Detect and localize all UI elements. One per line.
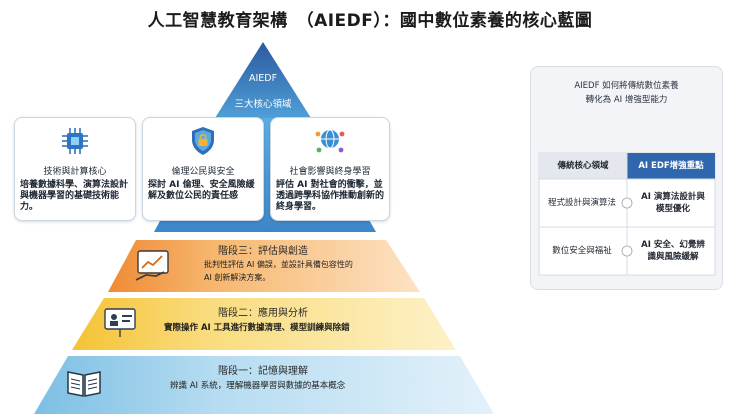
stage3-description-line1: 批判性評估 AI 偏誤，並設計具備包容性的 xyxy=(204,260,353,269)
globe-people-icon xyxy=(313,124,347,158)
stage2-title: 階段二：應用與分析 xyxy=(218,308,308,319)
table-row-1-right-line2: 模型優化 xyxy=(655,204,690,214)
book-icon xyxy=(64,364,104,404)
card-title: 技術與計算核心 xyxy=(43,167,107,177)
card-ethics-safety: 倫理公民與安全 探討 AI 倫理、安全風險緩解及數位公民的責任感 xyxy=(142,117,264,221)
table-header-traditional: 傳統核心領域 xyxy=(557,161,609,171)
table-row-1-right: AI 演算法設計與 模型優化 xyxy=(631,179,715,227)
pyramid-apex xyxy=(215,42,311,118)
shield-lock-icon xyxy=(186,124,220,158)
card-title: 倫理公民與安全 xyxy=(171,167,235,177)
card-description: 培養數據科學、演算法設計與機器學習的基礎技術能力。 xyxy=(20,180,129,212)
card-social-impact: 社會影響與終身學習 評估 AI 對社會的衝擊，並透過跨學科協作推動創新的終身學習… xyxy=(270,117,390,221)
table-header-aiedf: AI EDF增強重點 xyxy=(638,161,704,171)
page-title: 人工智慧教育架構 （AIEDF）：國中數位素養的核心藍圖 xyxy=(147,11,593,31)
apex-label: AIEDF xyxy=(248,73,278,84)
stage2-description: 實際操作 AI 工具進行數據清理、模型訓練與除錯 xyxy=(164,323,350,333)
stage1-description: 辨識 AI 系統，理解機器學習與數據的基本概念 xyxy=(170,381,346,391)
stage3-band xyxy=(108,240,420,292)
presentation-icon xyxy=(102,306,140,344)
panel-heading-line2: 轉化為 AI 增強型能力 xyxy=(585,95,668,105)
stage2-band xyxy=(72,298,456,350)
table-row-2-right: AI 安全、幻覺辨 識與風險緩解 xyxy=(631,227,715,275)
card-technology-computing: 技術與計算核心 培養數據科學、演算法設計與機器學習的基礎技術能力。 xyxy=(14,117,136,221)
table-row-2-right-line1: AI 安全、幻覺辨 xyxy=(641,240,705,250)
card-title: 社會影響與終身學習 xyxy=(289,167,371,177)
stage3-description-line2: AI 創新解決方案。 xyxy=(204,273,271,282)
card-description: 評估 AI 對社會的衝擊，並透過跨學科協作推動創新的終身學習。 xyxy=(276,180,385,212)
card-description: 探討 AI 倫理、安全風險緩解及數位公民的責任感 xyxy=(148,180,255,201)
apex-sublabel: 三大核心領域 xyxy=(234,99,292,110)
chart-hand-icon xyxy=(134,248,174,288)
stage3-title: 階段三：評估與創造 xyxy=(218,246,308,257)
table-row-2-left: 數位安全與福祉 xyxy=(552,246,612,256)
panel-heading: AIEDF 如何將傳統數位素養 轉化為 AI 增強型能力 xyxy=(531,79,722,107)
table-row-2-right-line2: 識與風險緩解 xyxy=(647,252,699,262)
table-row-1-left: 程式設計與演算法 xyxy=(547,198,616,208)
chip-icon xyxy=(58,124,92,158)
table-row-1-right-line1: AI 演算法設計與 xyxy=(641,192,705,202)
stage1-title: 階段一：記憶與理解 xyxy=(218,366,308,377)
comparison-panel: AIEDF 如何將傳統數位素養 轉化為 AI 增強型能力 傳統核心領域 AI E… xyxy=(530,66,723,290)
stage1-band xyxy=(34,356,494,414)
panel-heading-line1: AIEDF 如何將傳統數位素養 xyxy=(574,81,679,91)
comparison-table-grid xyxy=(538,152,716,276)
